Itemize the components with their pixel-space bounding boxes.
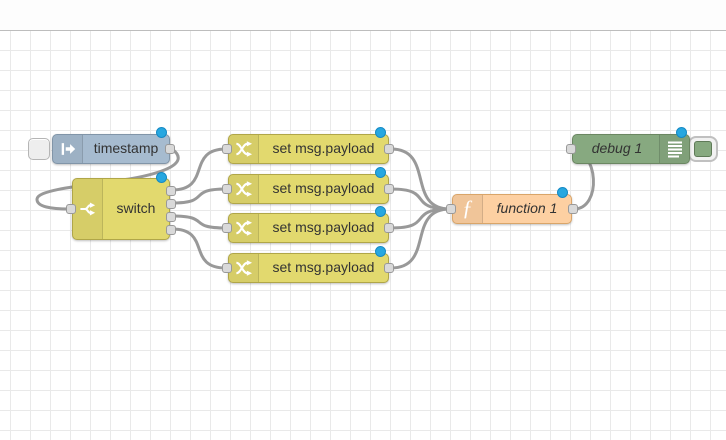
- change-3-input-port[interactable]: [222, 223, 232, 233]
- node-label: set msg.payload: [272, 140, 375, 156]
- change-shuffle-icon: [229, 135, 259, 163]
- modified-indicator: [557, 187, 568, 198]
- change-4-output-port[interactable]: [384, 263, 394, 273]
- change-shuffle-icon: [229, 175, 259, 203]
- node-label: switch: [116, 200, 156, 216]
- switch-output-port-1[interactable]: [166, 186, 176, 196]
- switch-output-port-3[interactable]: [166, 212, 176, 222]
- node-label: timestamp: [93, 140, 159, 156]
- change-shuffle-icon: [229, 254, 259, 282]
- modified-indicator: [156, 127, 167, 138]
- inject-arrow-icon: [53, 135, 83, 163]
- switch-output-port-2[interactable]: [166, 199, 176, 209]
- change-4-input-port[interactable]: [222, 263, 232, 273]
- switch-output-port-4[interactable]: [166, 225, 176, 235]
- debug-input-port[interactable]: [566, 144, 576, 154]
- change-2-output-port[interactable]: [384, 184, 394, 194]
- node-change-4[interactable]: set msg.payload: [222, 246, 394, 283]
- wire-change1-to-function[interactable]: [389, 147, 452, 211]
- wire-switch2-to-change2[interactable]: [170, 187, 228, 205]
- function-f-icon: ƒ: [453, 195, 483, 223]
- wire-switch4-to-change4[interactable]: [170, 227, 228, 270]
- timestamp-output-port[interactable]: [165, 144, 175, 154]
- node-timestamp[interactable]: timestamp: [52, 127, 175, 164]
- node-change-3[interactable]: set msg.payload: [222, 206, 394, 243]
- node-change-2[interactable]: set msg.payload: [222, 167, 394, 204]
- modified-indicator: [375, 206, 386, 217]
- function-input-port[interactable]: [446, 204, 456, 214]
- node-debug[interactable]: debug 1: [566, 127, 690, 164]
- wire-change4-to-function[interactable]: [389, 207, 452, 270]
- function-output-port[interactable]: [568, 204, 578, 214]
- switch-branch-icon: [73, 179, 103, 239]
- inject-button[interactable]: [28, 138, 50, 160]
- change-2-input-port[interactable]: [222, 184, 232, 194]
- change-3-output-port[interactable]: [384, 223, 394, 233]
- node-label: debug 1: [591, 140, 643, 156]
- canvas-top-margin: [0, 0, 726, 31]
- debug-output-icon: [659, 135, 689, 163]
- modified-indicator: [676, 127, 687, 138]
- debug-toggle-state: [694, 141, 712, 157]
- modified-indicator: [375, 127, 386, 138]
- change-1-input-port[interactable]: [222, 144, 232, 154]
- modified-indicator: [375, 167, 386, 178]
- modified-indicator: [156, 172, 167, 183]
- node-label: set msg.payload: [272, 180, 375, 196]
- switch-input-port[interactable]: [66, 204, 76, 214]
- modified-indicator: [375, 246, 386, 257]
- node-switch[interactable]: switch: [66, 172, 176, 240]
- change-1-output-port[interactable]: [384, 144, 394, 154]
- debug-toggle-button[interactable]: [688, 136, 718, 162]
- node-label: function 1: [496, 200, 558, 216]
- node-change-1[interactable]: set msg.payload: [222, 127, 394, 164]
- wire-switch1-to-change1[interactable]: [170, 147, 228, 192]
- node-label: set msg.payload: [272, 219, 375, 235]
- node-function[interactable]: ƒ function 1: [446, 187, 578, 224]
- change-shuffle-icon: [229, 214, 259, 242]
- wire-switch3-to-change3[interactable]: [170, 214, 228, 230]
- node-label: set msg.payload: [272, 259, 375, 275]
